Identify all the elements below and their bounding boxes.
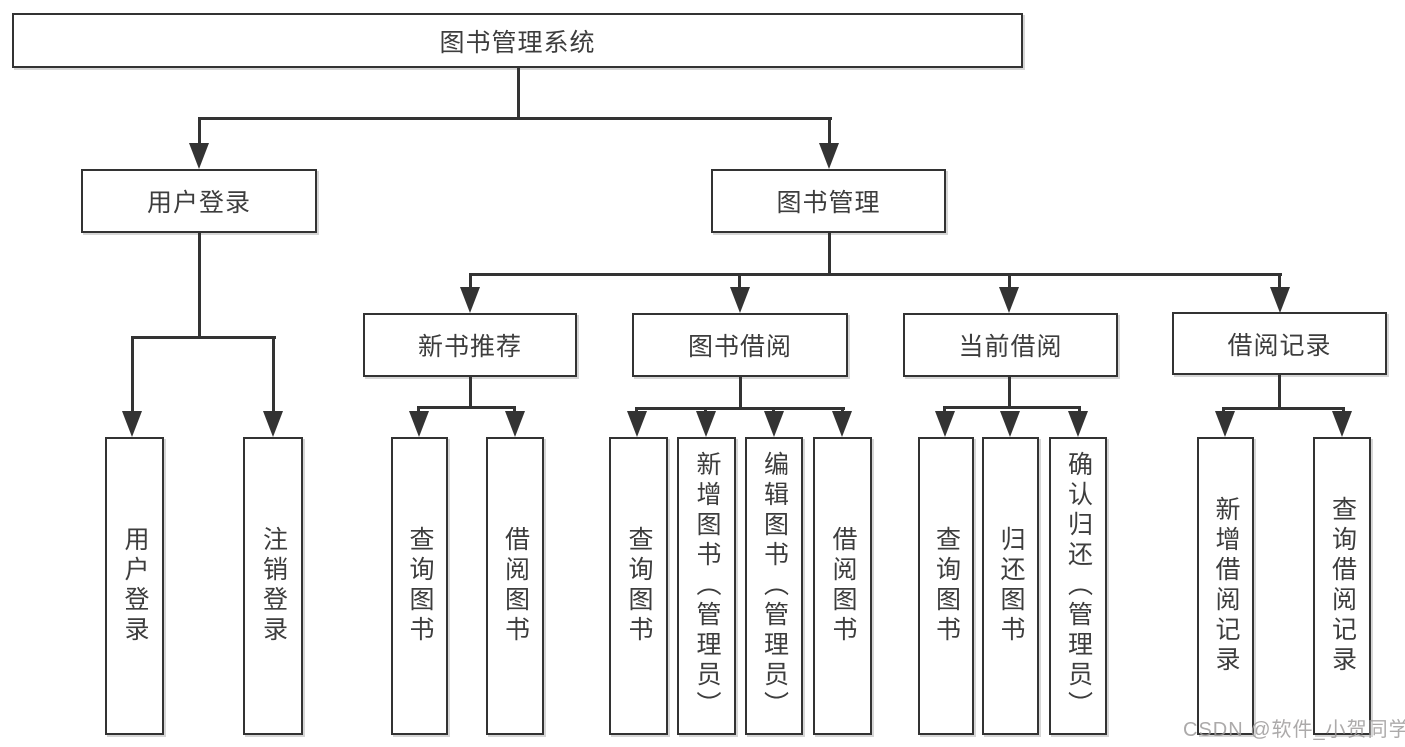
- leaf-edit-books-admin-label: 编辑图书（管理员）: [760, 451, 789, 721]
- node-book-borrowing: 图书借阅: [632, 313, 848, 377]
- connector-line: [198, 117, 832, 120]
- leaf-borrowing-search-books: 查询图书: [609, 437, 668, 735]
- node-book-management-label: 图书管理: [776, 189, 881, 217]
- connector-line: [469, 273, 1282, 276]
- leaf-recommend-borrow-books-label: 借阅图书: [501, 526, 530, 646]
- connector-line: [943, 406, 1081, 409]
- connector-line: [739, 377, 742, 410]
- connector-line: [1278, 375, 1281, 410]
- leaf-borrowing-borrow-books-label: 借阅图书: [829, 526, 857, 646]
- connector-line: [198, 117, 201, 146]
- arrow-down-icon: [505, 411, 525, 437]
- csdn-watermark: CSDN @软件_小贺同学: [1183, 719, 1405, 741]
- leaf-borrowing-borrow-books: 借阅图书: [813, 437, 872, 735]
- arrow-down-icon: [1215, 411, 1235, 437]
- arrow-down-icon: [627, 411, 647, 437]
- connector-line: [738, 273, 741, 289]
- leaf-add-books-admin: 新增图书（管理员）: [677, 437, 736, 735]
- connector-line: [1008, 377, 1011, 409]
- node-new-book-recommendation: 新书推荐: [363, 313, 577, 377]
- leaf-current-search-books: 查询图书: [918, 437, 974, 735]
- leaf-logout: 注销登录: [243, 437, 303, 735]
- arrow-down-icon: [460, 287, 480, 313]
- leaf-add-books-admin-label: 新增图书（管理员）: [693, 451, 721, 721]
- leaf-confirm-return-admin: 确认归还（管理员）: [1049, 437, 1107, 735]
- leaf-user-login-label: 用户登录: [121, 526, 149, 646]
- node-book-borrowing-label: 图书借阅: [687, 333, 792, 361]
- leaf-return-books: 归还图书: [982, 437, 1039, 735]
- arrow-down-icon: [1000, 411, 1020, 437]
- leaf-recommend-search-books-label: 查询图书: [406, 526, 434, 646]
- leaf-recommend-borrow-books: 借阅图书: [486, 437, 544, 735]
- node-current-borrowing-label: 当前借阅: [958, 333, 1063, 361]
- leaf-search-borrow-record: 查询借阅记录: [1313, 437, 1371, 735]
- leaf-current-search-books-label: 查询图书: [932, 526, 961, 646]
- arrow-down-icon: [1270, 287, 1290, 313]
- connector-line: [1078, 406, 1081, 415]
- arrow-down-icon: [409, 411, 429, 437]
- node-user-login: 用户登录: [81, 169, 317, 233]
- node-borrowing-records: 借阅记录: [1172, 312, 1387, 375]
- connector-line: [131, 336, 276, 339]
- leaf-logout-label: 注销登录: [259, 526, 288, 646]
- connector-line: [828, 117, 831, 146]
- connector-line: [635, 407, 845, 410]
- connector-line: [198, 233, 201, 339]
- arrow-down-icon: [696, 411, 716, 437]
- connector-line: [417, 406, 420, 415]
- connector-line: [417, 406, 516, 409]
- connector-line: [1008, 273, 1011, 289]
- leaf-confirm-return-admin-label: 确认归还（管理员）: [1064, 451, 1093, 721]
- connector-line: [469, 377, 472, 409]
- connector-line: [1278, 273, 1281, 289]
- leaf-add-borrow-record: 新增借阅记录: [1197, 437, 1254, 735]
- connector-line: [517, 66, 520, 119]
- connector-line: [272, 336, 275, 414]
- node-user-login-label: 用户登录: [146, 189, 251, 217]
- node-root-library-system: 图书管理系统: [12, 13, 1023, 68]
- arrow-down-icon: [999, 287, 1019, 313]
- leaf-user-login: 用户登录: [105, 437, 164, 735]
- connector-line: [131, 336, 134, 414]
- connector-line: [1222, 407, 1345, 410]
- leaf-recommend-search-books: 查询图书: [391, 437, 448, 735]
- arrow-down-icon: [832, 411, 852, 437]
- connector-line: [828, 233, 831, 276]
- arrow-down-icon: [1332, 411, 1352, 437]
- node-borrowing-records-label: 借阅记录: [1227, 331, 1332, 360]
- leaf-search-borrow-record-label: 查询借阅记录: [1328, 496, 1357, 676]
- connector-line: [513, 406, 516, 415]
- arrow-down-icon: [730, 287, 750, 313]
- node-new-book-recommendation-label: 新书推荐: [417, 333, 522, 361]
- node-current-borrowing: 当前借阅: [903, 313, 1118, 377]
- arrow-down-icon: [1068, 411, 1088, 437]
- arrow-down-icon: [263, 411, 283, 437]
- arrow-down-icon: [122, 411, 142, 437]
- arrow-down-icon: [189, 143, 209, 169]
- node-root-label: 图书管理系统: [439, 28, 596, 57]
- arrow-down-icon: [935, 411, 955, 437]
- arrow-down-icon: [819, 143, 839, 169]
- leaf-return-books-label: 归还图书: [997, 526, 1025, 646]
- leaf-add-borrow-record-label: 新增借阅记录: [1212, 496, 1240, 676]
- arrow-down-icon: [764, 411, 784, 437]
- leaf-edit-books-admin: 编辑图书（管理员）: [745, 437, 803, 735]
- connector-line: [943, 406, 946, 415]
- connector-line: [469, 273, 472, 289]
- node-book-management: 图书管理: [711, 169, 946, 233]
- leaf-borrowing-search-books-label: 查询图书: [625, 526, 653, 646]
